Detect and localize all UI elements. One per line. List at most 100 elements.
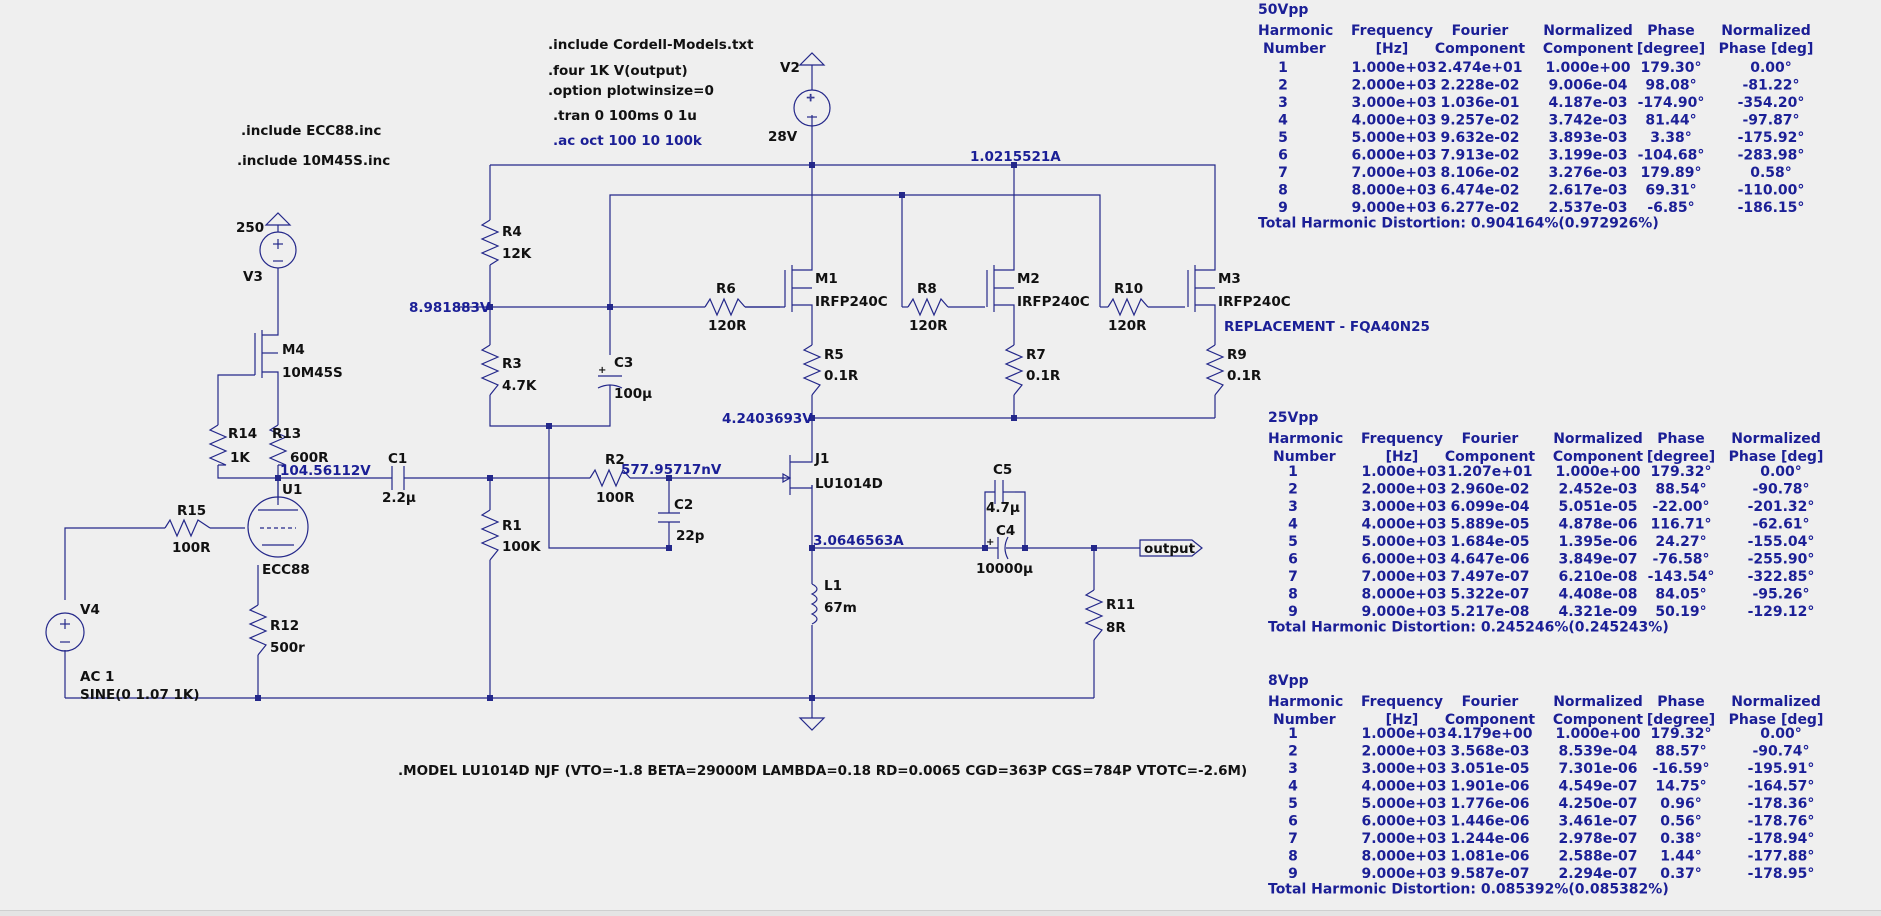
resistor-r8[interactable]: R8 120R <box>907 281 949 334</box>
capacitor-c1[interactable]: C1 2.2µ <box>382 451 416 506</box>
resistor-r9[interactable]: R9 0.1R <box>1205 344 1262 396</box>
fourier-header: Phase [deg] <box>1729 449 1824 465</box>
resistor-r12[interactable]: R12 500r <box>248 604 305 656</box>
mosfet-m3[interactable]: M3 IRFP240C <box>1187 265 1291 312</box>
v2-source[interactable]: + V2 28V <box>768 52 831 145</box>
v3-source[interactable]: 250 V3 <box>236 212 297 285</box>
v4-value-sine: SINE(0 1.07 1K) <box>80 687 200 703</box>
fourier-table-2: 25VppHarmonicNumberFrequency[Hz]FourierC… <box>1268 410 1823 636</box>
svg-text:2.2µ: 2.2µ <box>382 490 416 506</box>
fourier-cell: 8.000e+03 <box>1352 183 1437 199</box>
fourier-cell: 88.57° <box>1655 744 1706 760</box>
fourier-cell: 4 <box>1278 113 1288 129</box>
fourier-cell: 5.889e-05 <box>1450 517 1529 533</box>
fourier-cell: 4 <box>1288 779 1298 795</box>
mosfet-m2[interactable]: M2 IRFP240C <box>986 265 1090 312</box>
fourier-cell: 2 <box>1288 482 1298 498</box>
fourier-cell: 1.000e+00 <box>1556 726 1641 742</box>
fourier-header: Component <box>1553 712 1644 728</box>
fourier-header: Fourier <box>1462 694 1519 710</box>
fourier-cell: -174.90° <box>1638 95 1705 111</box>
resistor-r7[interactable]: R7 0.1R <box>1004 344 1061 396</box>
fourier-cell: 6.474e-02 <box>1440 183 1519 199</box>
tube-u1[interactable]: U1 ECC88 <box>247 482 310 578</box>
model-directive: .MODEL LU1014D NJF (VTO=-1.8 BETA=29000M… <box>398 763 1247 779</box>
fourier-cell: 5.322e-07 <box>1450 587 1529 603</box>
resistor-r1[interactable]: R1 100K <box>480 509 541 561</box>
resistor-r4[interactable]: R4 12K <box>480 219 532 266</box>
mosfet-m4[interactable]: M4 10M45S <box>254 330 343 381</box>
jfet-j1[interactable]: J1 LU1014D <box>782 451 883 495</box>
fourier-cell: 1.000e+03 <box>1362 464 1447 480</box>
svg-text:R10: R10 <box>1114 281 1143 297</box>
svg-text:C3: C3 <box>614 355 633 371</box>
svg-text:R11: R11 <box>1106 597 1135 613</box>
svg-text:0.1R: 0.1R <box>1026 368 1061 384</box>
fourier-cell: -90.74° <box>1752 744 1809 760</box>
capacitor-c4[interactable]: + C4 10000µ <box>976 523 1033 577</box>
fourier-cell: 3.276e-03 <box>1548 165 1627 181</box>
mosfet-m1[interactable]: M1 IRFP240C <box>745 265 888 312</box>
fourier-cell: 9.000e+03 <box>1362 604 1447 620</box>
fourier-cell: -143.54° <box>1648 569 1715 585</box>
fourier-cell: -76.58° <box>1652 552 1709 568</box>
fourier-header: [degree] <box>1637 41 1705 57</box>
fourier-header: Frequency <box>1361 694 1443 710</box>
fourier-cell: 0.56° <box>1660 814 1702 830</box>
output-port[interactable]: output <box>1139 539 1203 557</box>
spice-directives[interactable]: .include Cordell-Models.txt .four 1K V(o… <box>237 37 1247 779</box>
fourier-cell: 7 <box>1288 831 1298 847</box>
fourier-cell: 8.106e-02 <box>1440 165 1519 181</box>
capacitor-c2[interactable]: C2 22p <box>658 497 705 544</box>
fourier-cell: 1.901e-06 <box>1450 779 1529 795</box>
svg-text:0.1R: 0.1R <box>824 368 859 384</box>
fourier-header: Harmonic <box>1258 23 1333 39</box>
fourier-header: Fourier <box>1452 23 1509 39</box>
fourier-cell: 1.244e-06 <box>1450 831 1529 847</box>
fourier-header: Frequency <box>1361 431 1443 447</box>
fourier-cell: 0.58° <box>1750 165 1792 181</box>
fourier-cell: 2.294e-07 <box>1558 866 1637 882</box>
fourier-cell: 179.32° <box>1650 726 1711 742</box>
svg-text:R6: R6 <box>716 281 736 297</box>
svg-text:8.981883V: 8.981883V <box>409 300 491 316</box>
v4-source[interactable]: V4 AC 1 SINE(0 1.07 1K) <box>45 602 200 703</box>
svg-text:R8: R8 <box>917 281 937 297</box>
svg-text:120R: 120R <box>708 318 747 334</box>
fourier-header: Component <box>1445 449 1536 465</box>
resistor-r2[interactable]: R2 100R <box>589 452 635 506</box>
fourier-cell: 6.000e+03 <box>1362 552 1447 568</box>
resistor-r10[interactable]: R10 120R <box>1107 281 1149 334</box>
directive-include-10m45s: .include 10M45S.inc <box>237 153 390 169</box>
inductor-l1[interactable]: L1 67m <box>810 578 857 625</box>
fourier-cell: 5.000e+03 <box>1352 130 1437 146</box>
svg-text:10M45S: 10M45S <box>282 365 343 381</box>
capacitor-c5[interactable]: C5 4.7µ <box>986 462 1020 516</box>
fourier-cell: 1.081e-06 <box>1450 849 1529 865</box>
resistor-r15[interactable]: R15 100R <box>164 503 211 556</box>
fourier-cell: 179.32° <box>1650 464 1711 480</box>
v4-name: V4 <box>80 602 100 618</box>
fourier-cell: 5 <box>1288 796 1298 812</box>
fourier-header: Phase [deg] <box>1719 41 1814 57</box>
resistor-r3[interactable]: R3 4.7K <box>480 344 537 396</box>
fourier-cell: 2.000e+03 <box>1362 744 1447 760</box>
resistor-r13[interactable]: R13 600R <box>268 424 329 466</box>
svg-text:+: + <box>806 91 815 104</box>
capacitor-c3[interactable]: + C3 100µ <box>597 355 652 402</box>
fourier-cell: 1.036e-01 <box>1440 95 1519 111</box>
svg-text:R4: R4 <box>502 224 522 240</box>
fourier-table-1: 50VppHarmonicNumberFrequency[Hz]FourierC… <box>1258 2 1813 232</box>
fourier-cell: 2.588e-07 <box>1558 849 1637 865</box>
resistor-r11[interactable]: R11 8R <box>1084 589 1135 641</box>
fourier-tables: 50VppHarmonicNumberFrequency[Hz]FourierC… <box>1258 2 1823 898</box>
resistor-r6[interactable]: R6 120R <box>704 281 747 334</box>
resistor-r14[interactable]: R14 1K <box>208 424 257 466</box>
fourier-cell: 9.006e-04 <box>1548 78 1627 94</box>
fourier-cell: 3.893e-03 <box>1548 130 1627 146</box>
fourier-cell: -16.59° <box>1652 761 1709 777</box>
fourier-cell: 8 <box>1288 849 1298 865</box>
resistor-r5[interactable]: R5 0.1R <box>802 344 859 396</box>
